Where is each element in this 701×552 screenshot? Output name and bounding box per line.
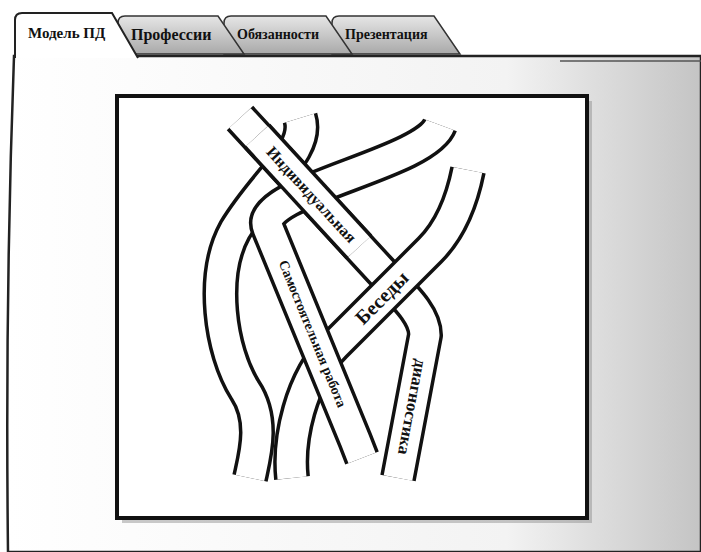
tab-label: Модель ПД [28,13,105,53]
strand-label: Беседы [348,264,415,331]
strand-label: Самостоятельная работа [273,255,350,413]
braid-strand-label: Самостоятельная работа [273,255,350,413]
tab: Презентация [332,16,460,54]
braid-strand-label: Беседы [348,264,415,331]
tab: Профессии [118,16,243,54]
tab: Обязанности [224,16,351,54]
strand-label: Индивидуальная [260,141,362,249]
panel-edge [560,60,701,62]
strand-label: диагностика [392,354,430,458]
tab-label: Обязанности [237,16,319,54]
tab-outline [332,16,460,54]
braid-strand-label: Индивидуальная [260,141,362,249]
braid [221,118,468,478]
tab: Модель ПД [15,13,137,58]
tab-label: Презентация [345,16,428,54]
braid-strand-label: диагностика [392,354,430,458]
window-panel [7,56,701,552]
picture-frame [117,96,587,518]
tab-label: Профессии [131,16,211,54]
